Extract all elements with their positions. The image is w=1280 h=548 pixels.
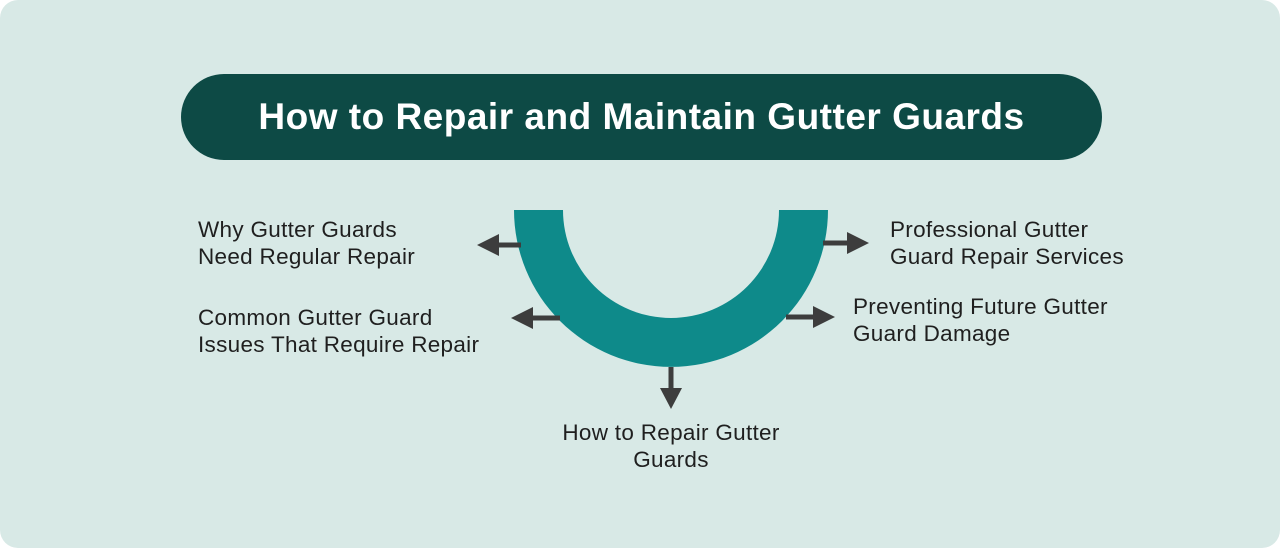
spoke-label-line: Issues That Require Repair (198, 332, 480, 357)
spoke-label-line: Preventing Future Gutter (853, 294, 1108, 319)
spoke-label-line: Guard Repair Services (890, 244, 1124, 269)
page-title: How to Repair and Maintain Gutter Guards (258, 96, 1025, 137)
spoke-label-how-to-repair: How to Repair Gutter Guards (562, 419, 779, 473)
spoke-label-why-repair: Why Gutter Guards Need Regular Repair (198, 216, 415, 270)
spoke-label-line: Common Gutter Guard (198, 305, 433, 330)
spoke-label-preventing-damage: Preventing Future Gutter Guard Damage (853, 293, 1108, 347)
arrow-top-right-icon (823, 232, 869, 254)
spoke-label-line: How to Repair Gutter (562, 420, 780, 445)
arrow-bottom-center-icon (660, 367, 682, 409)
spoke-label-common-issues: Common Gutter Guard Issues That Require … (198, 304, 479, 358)
arrow-top-left-icon (477, 234, 521, 256)
arrow-bottom-left-icon (511, 307, 560, 329)
arrow-bottom-right-icon (786, 306, 835, 328)
title-banner: How to Repair and Maintain Gutter Guards (181, 74, 1102, 160)
spoke-label-line: Why Gutter Guards (198, 217, 397, 242)
spoke-label-line: Guards (633, 447, 709, 472)
spoke-label-line: Need Regular Repair (198, 244, 416, 269)
semicircle-arc-shape (514, 210, 828, 367)
spoke-label-line: Guard Damage (853, 321, 1011, 346)
spoke-label-professional-services: Professional Gutter Guard Repair Service… (890, 216, 1124, 270)
spoke-label-line: Professional Gutter (890, 217, 1089, 242)
